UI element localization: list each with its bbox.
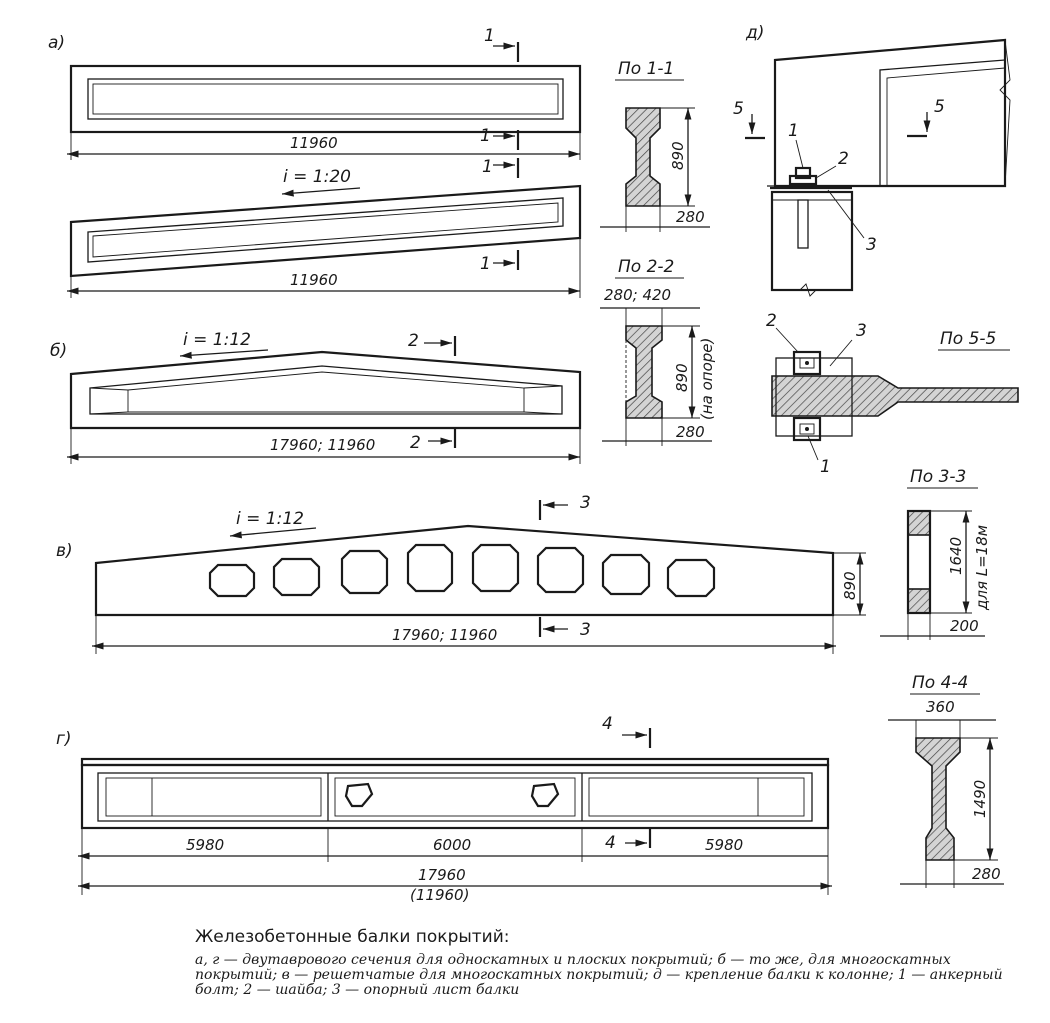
beam-v-outline [94,524,835,617]
beam-a-sloped: 11960 i = 1:20 1 1 [67,157,582,298]
mark-1-b: 1 [482,157,493,177]
beam-a-flat: а) 11960 1 1 [48,26,582,160]
washer [788,174,818,186]
section-3-3: По 3-3 1640 для L=18м 200 [880,467,991,640]
section-3-3-shape [906,509,932,615]
callout-3-plan: 3 [856,321,867,341]
label-a: а) [48,33,65,53]
mark-1-a2: 1 [480,126,491,146]
mark-5-right: 5 [934,97,945,117]
slope-v: i = 1:12 [236,509,304,529]
slope-a: i = 1:20 [283,167,351,187]
s33-note: для L=18м [973,525,991,611]
label-v: в) [56,541,73,561]
section-5-5-title: По 5-5 [940,329,996,349]
s22-note: (на опоре) [698,338,716,420]
mark-2-bottom: 2 [410,433,421,453]
dim-a2-length: 11960 [290,271,338,289]
dim-g-seg3: 5980 [705,836,743,854]
section-1-1-title: По 1-1 [618,59,674,79]
mark-3-top: 3 [580,493,591,513]
mark-1-b2: 1 [480,254,491,274]
s22-top-width: 280; 420 [604,286,671,304]
section-4-4: По 4-4 360 1490 280 [888,673,1004,888]
plan-beam-section [771,375,1019,417]
callout-1: 1 [788,121,799,141]
beam-g: г) 4 4 5980 6000 5980 17960 (11960) [56,714,832,904]
s44-top-width: 360 [926,698,955,716]
mark-2-top: 2 [408,331,419,351]
dim-g-seg2: 6000 [433,836,471,854]
section-1-1: По 1-1 890 280 [600,59,710,232]
callout-2-plan: 2 [766,311,777,331]
beam-b: б) i = 1:12 17960; 11960 2 2 [50,330,582,464]
caption-body: а, г — двутаврового сечения для односкат… [195,952,1003,998]
callout-2: 2 [838,149,849,169]
dim-b-length: 17960; 11960 [270,436,375,454]
dim-v-height: 890 [841,571,859,600]
beam-end [773,38,1007,188]
mark-4-bottom: 4 [605,833,616,853]
beam-b-outline [69,350,582,430]
label-g: г) [56,729,72,749]
caption-title: Железобетонные балки покрытий: [195,927,510,947]
beam-v-openings [208,543,716,598]
callout-3: 3 [866,235,877,255]
label-b: б) [50,341,67,361]
callout-1-plan: 1 [820,457,831,477]
dim-a-length: 11960 [290,134,338,152]
section-4-4-title: По 4-4 [912,673,968,693]
section-2-2-shape [625,325,663,419]
section-4-4-shape [915,737,961,861]
column-top [770,190,854,292]
dim-g-total: 17960 [418,866,466,884]
beam-v: в) i = 1:12 3 3 890 17960; 11960 [56,493,866,654]
s44-height: 1490 [971,780,989,818]
dim-v-length: 17960; 11960 [392,626,497,644]
mark-4-top: 4 [602,714,613,734]
mark-5-left: 5 [733,99,744,119]
s11-width: 280 [676,208,705,226]
beam-g-hole-right [530,782,560,808]
detail-d: д) 5 5 1 2 3 [733,23,1011,297]
s22-width: 280 [676,423,705,441]
mark-1-a: 1 [484,26,495,46]
label-d: д) [745,23,764,43]
beam-a-web [87,78,564,120]
s11-height: 890 [669,141,687,170]
figure-caption: Железобетонные балки покрытий: а, г — дв… [195,927,1025,998]
section-5-5: По 5-5 2 3 1 [766,311,1019,477]
s22-height: 890 [673,363,691,392]
dim-g-total-alt: (11960) [410,886,469,904]
section-2-2: По 2-2 280; 420 890 (на опоре) 280 [600,257,716,446]
slope-b: i = 1:12 [183,330,251,350]
beam-a-outline [69,64,582,134]
section-1-1-shape [625,107,661,207]
section-3-3-title: По 3-3 [910,467,966,487]
s44-width: 280 [972,865,1001,883]
dim-g-seg1: 5980 [186,836,224,854]
anchor-bolt [797,199,809,249]
section-2-2-title: По 2-2 [618,257,674,277]
mark-3-bottom: 3 [580,620,591,640]
beam-g-outline [80,763,830,830]
beams-drawing: а) 11960 1 1 11960 i = 1:20 1 1 По 1-1 [48,23,1019,904]
beam-g-hole-left [344,782,374,808]
s33-height: 1640 [947,537,965,575]
s33-width: 200 [950,617,979,635]
